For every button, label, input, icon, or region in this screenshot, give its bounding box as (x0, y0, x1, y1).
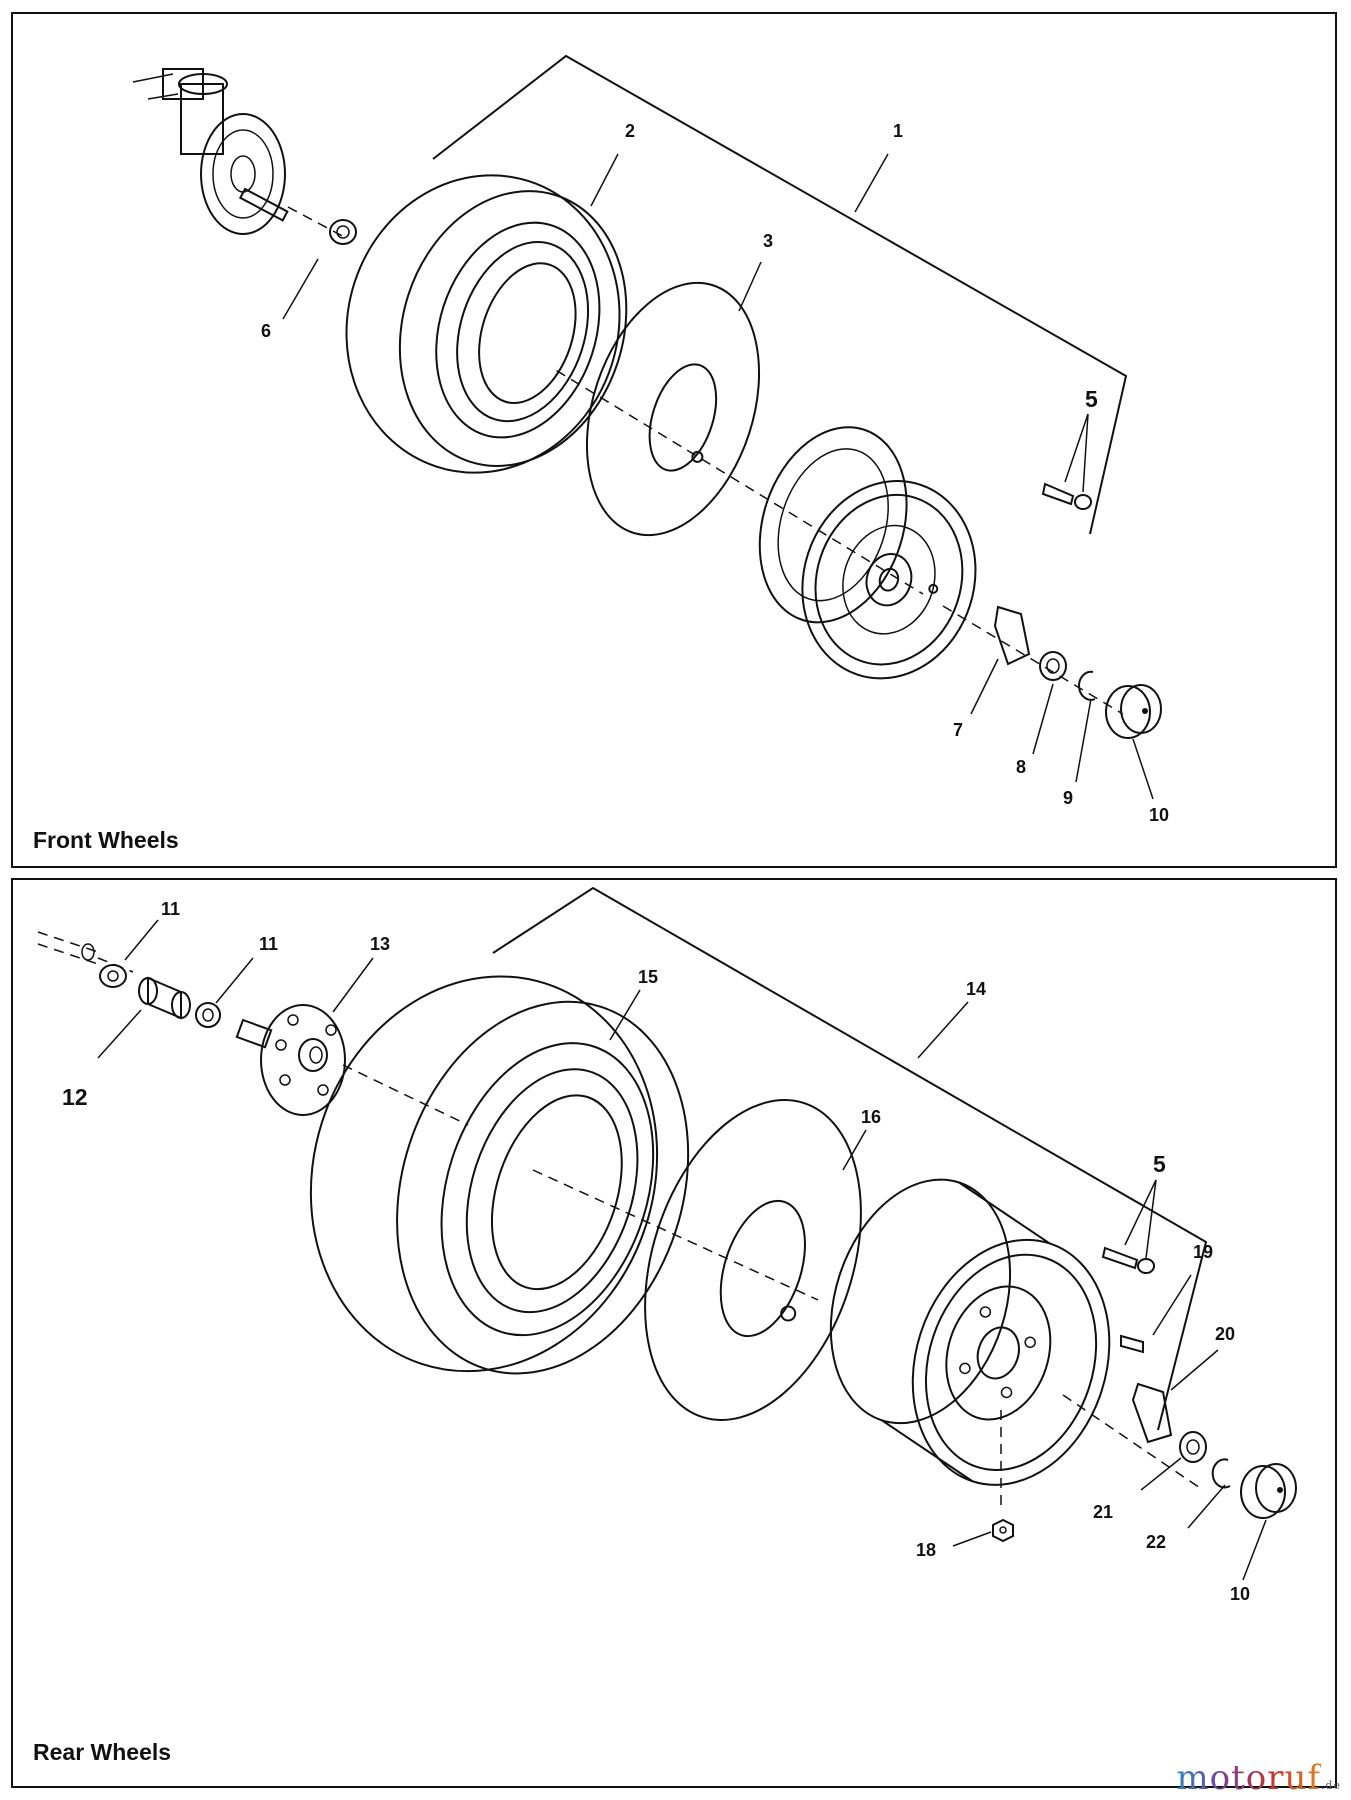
leader-15 (609, 989, 641, 1041)
leader-11a (124, 919, 159, 961)
rear-tube-drawing (644, 1099, 862, 1421)
washer-8-drawing (1039, 651, 1067, 681)
front-tube-drawing (585, 281, 761, 537)
callout-18: 18 (916, 1540, 936, 1560)
watermark-suffix: .de (1320, 1779, 1341, 1792)
kit-bracket-line (432, 54, 1128, 535)
hub-cap-10-drawing (1105, 684, 1162, 739)
front-wheels-diagram: 2 1 3 6 5 7 8 9 10 (132, 54, 1169, 825)
spacer-12-drawing (138, 976, 191, 1020)
leader-8 (1032, 683, 1054, 755)
hub-cap-10-drawing (1240, 1463, 1297, 1519)
callout-16: 16 (861, 1107, 881, 1127)
callout-11b: 11 (259, 934, 278, 954)
wheel-centerline (532, 1169, 819, 1301)
leader-3 (738, 261, 762, 312)
valve-stem-rear-drawing (1101, 1246, 1155, 1274)
watermark-logo: motoruf.de (1176, 1758, 1341, 1798)
callout-7: 7 (953, 720, 963, 740)
leader-18 (952, 1531, 992, 1547)
callout-15: 15 (638, 967, 658, 987)
wheel-centerline (512, 343, 924, 595)
plate-7-drawing (993, 605, 1031, 666)
callout-11a: 11 (161, 899, 180, 919)
washer-6-drawing (329, 219, 357, 245)
leader-14 (917, 1001, 969, 1059)
callout-10: 10 (1230, 1584, 1250, 1604)
front-wheels-title: Front Wheels (33, 827, 179, 853)
valve-stem-front-drawing (1041, 482, 1092, 510)
leader-5b (1145, 1179, 1157, 1259)
leader-5a (1124, 1179, 1157, 1246)
leader-12 (97, 1009, 142, 1059)
leader-2 (590, 153, 619, 207)
callout-14: 14 (966, 979, 986, 999)
callout-5: 5 (1153, 1151, 1166, 1177)
callout-3: 3 (763, 231, 773, 251)
rear-wheels-title: Rear Wheels (33, 1739, 172, 1765)
callout-6: 6 (261, 321, 271, 341)
e-clip-22-drawing (1211, 1458, 1231, 1489)
hub-centerline (942, 605, 1124, 715)
kit-bracket-line (492, 886, 1208, 1431)
watermark-brand: motoruf (1176, 1758, 1321, 1798)
hub-centerline (342, 1064, 469, 1126)
leader-10 (1132, 738, 1154, 800)
hub-13-drawing (235, 1004, 346, 1116)
callout-1: 1 (893, 121, 903, 141)
leader-16 (842, 1129, 867, 1171)
washer-21-drawing (1179, 1431, 1207, 1463)
rear-wheels-diagram: 11 11 12 13 15 14 16 5 19 20 21 22 18 10 (37, 886, 1297, 1604)
callout-21: 21 (1093, 1502, 1113, 1522)
leader-20 (1170, 1349, 1219, 1391)
leader-10 (1242, 1519, 1267, 1581)
spindle-assembly-drawing (132, 68, 289, 235)
leader-19 (1152, 1274, 1192, 1336)
callout-12: 12 (62, 1084, 88, 1110)
callout-13: 13 (370, 934, 390, 954)
leader-7 (970, 658, 999, 715)
leader-5b (1082, 413, 1089, 493)
plate-20-drawing (1131, 1382, 1173, 1444)
washer-11a-drawing (99, 964, 127, 988)
leader-6 (282, 258, 319, 320)
leader-21 (1140, 1457, 1182, 1491)
leader-11b (215, 957, 254, 1004)
cap-centerline (1062, 1394, 1204, 1491)
front-rim-drawing (758, 426, 977, 680)
washer-11b-drawing (195, 1002, 221, 1028)
nut-18-drawing (992, 1518, 1014, 1543)
front-wheels-panel: 2 1 3 6 5 7 8 9 10 Front Wheels (11, 12, 1337, 868)
leader-9 (1075, 698, 1092, 783)
callout-9: 9 (1063, 788, 1073, 808)
leader-13 (332, 957, 374, 1013)
axle-stub-drawing (37, 931, 99, 965)
axle-centerline (287, 206, 349, 240)
leader-22 (1187, 1484, 1226, 1529)
callout-22: 22 (1146, 1532, 1166, 1552)
callout-8: 8 (1016, 757, 1026, 777)
callout-19: 19 (1193, 1242, 1213, 1262)
callout-20: 20 (1215, 1324, 1235, 1344)
rear-tire-drawing (309, 975, 690, 1375)
e-clip-9-drawing (1077, 670, 1096, 701)
front-tire-drawing (345, 174, 628, 474)
leader-5a (1064, 413, 1089, 483)
leader-1 (854, 153, 889, 213)
rear-rim-drawing (829, 1178, 1111, 1486)
callout-10: 10 (1149, 805, 1169, 825)
callout-2: 2 (625, 121, 635, 141)
rear-wheels-panel: 11 11 12 13 15 14 16 5 19 20 21 22 18 10… (11, 878, 1337, 1788)
callout-5: 5 (1085, 386, 1098, 412)
key-19-drawing (1120, 1334, 1144, 1354)
